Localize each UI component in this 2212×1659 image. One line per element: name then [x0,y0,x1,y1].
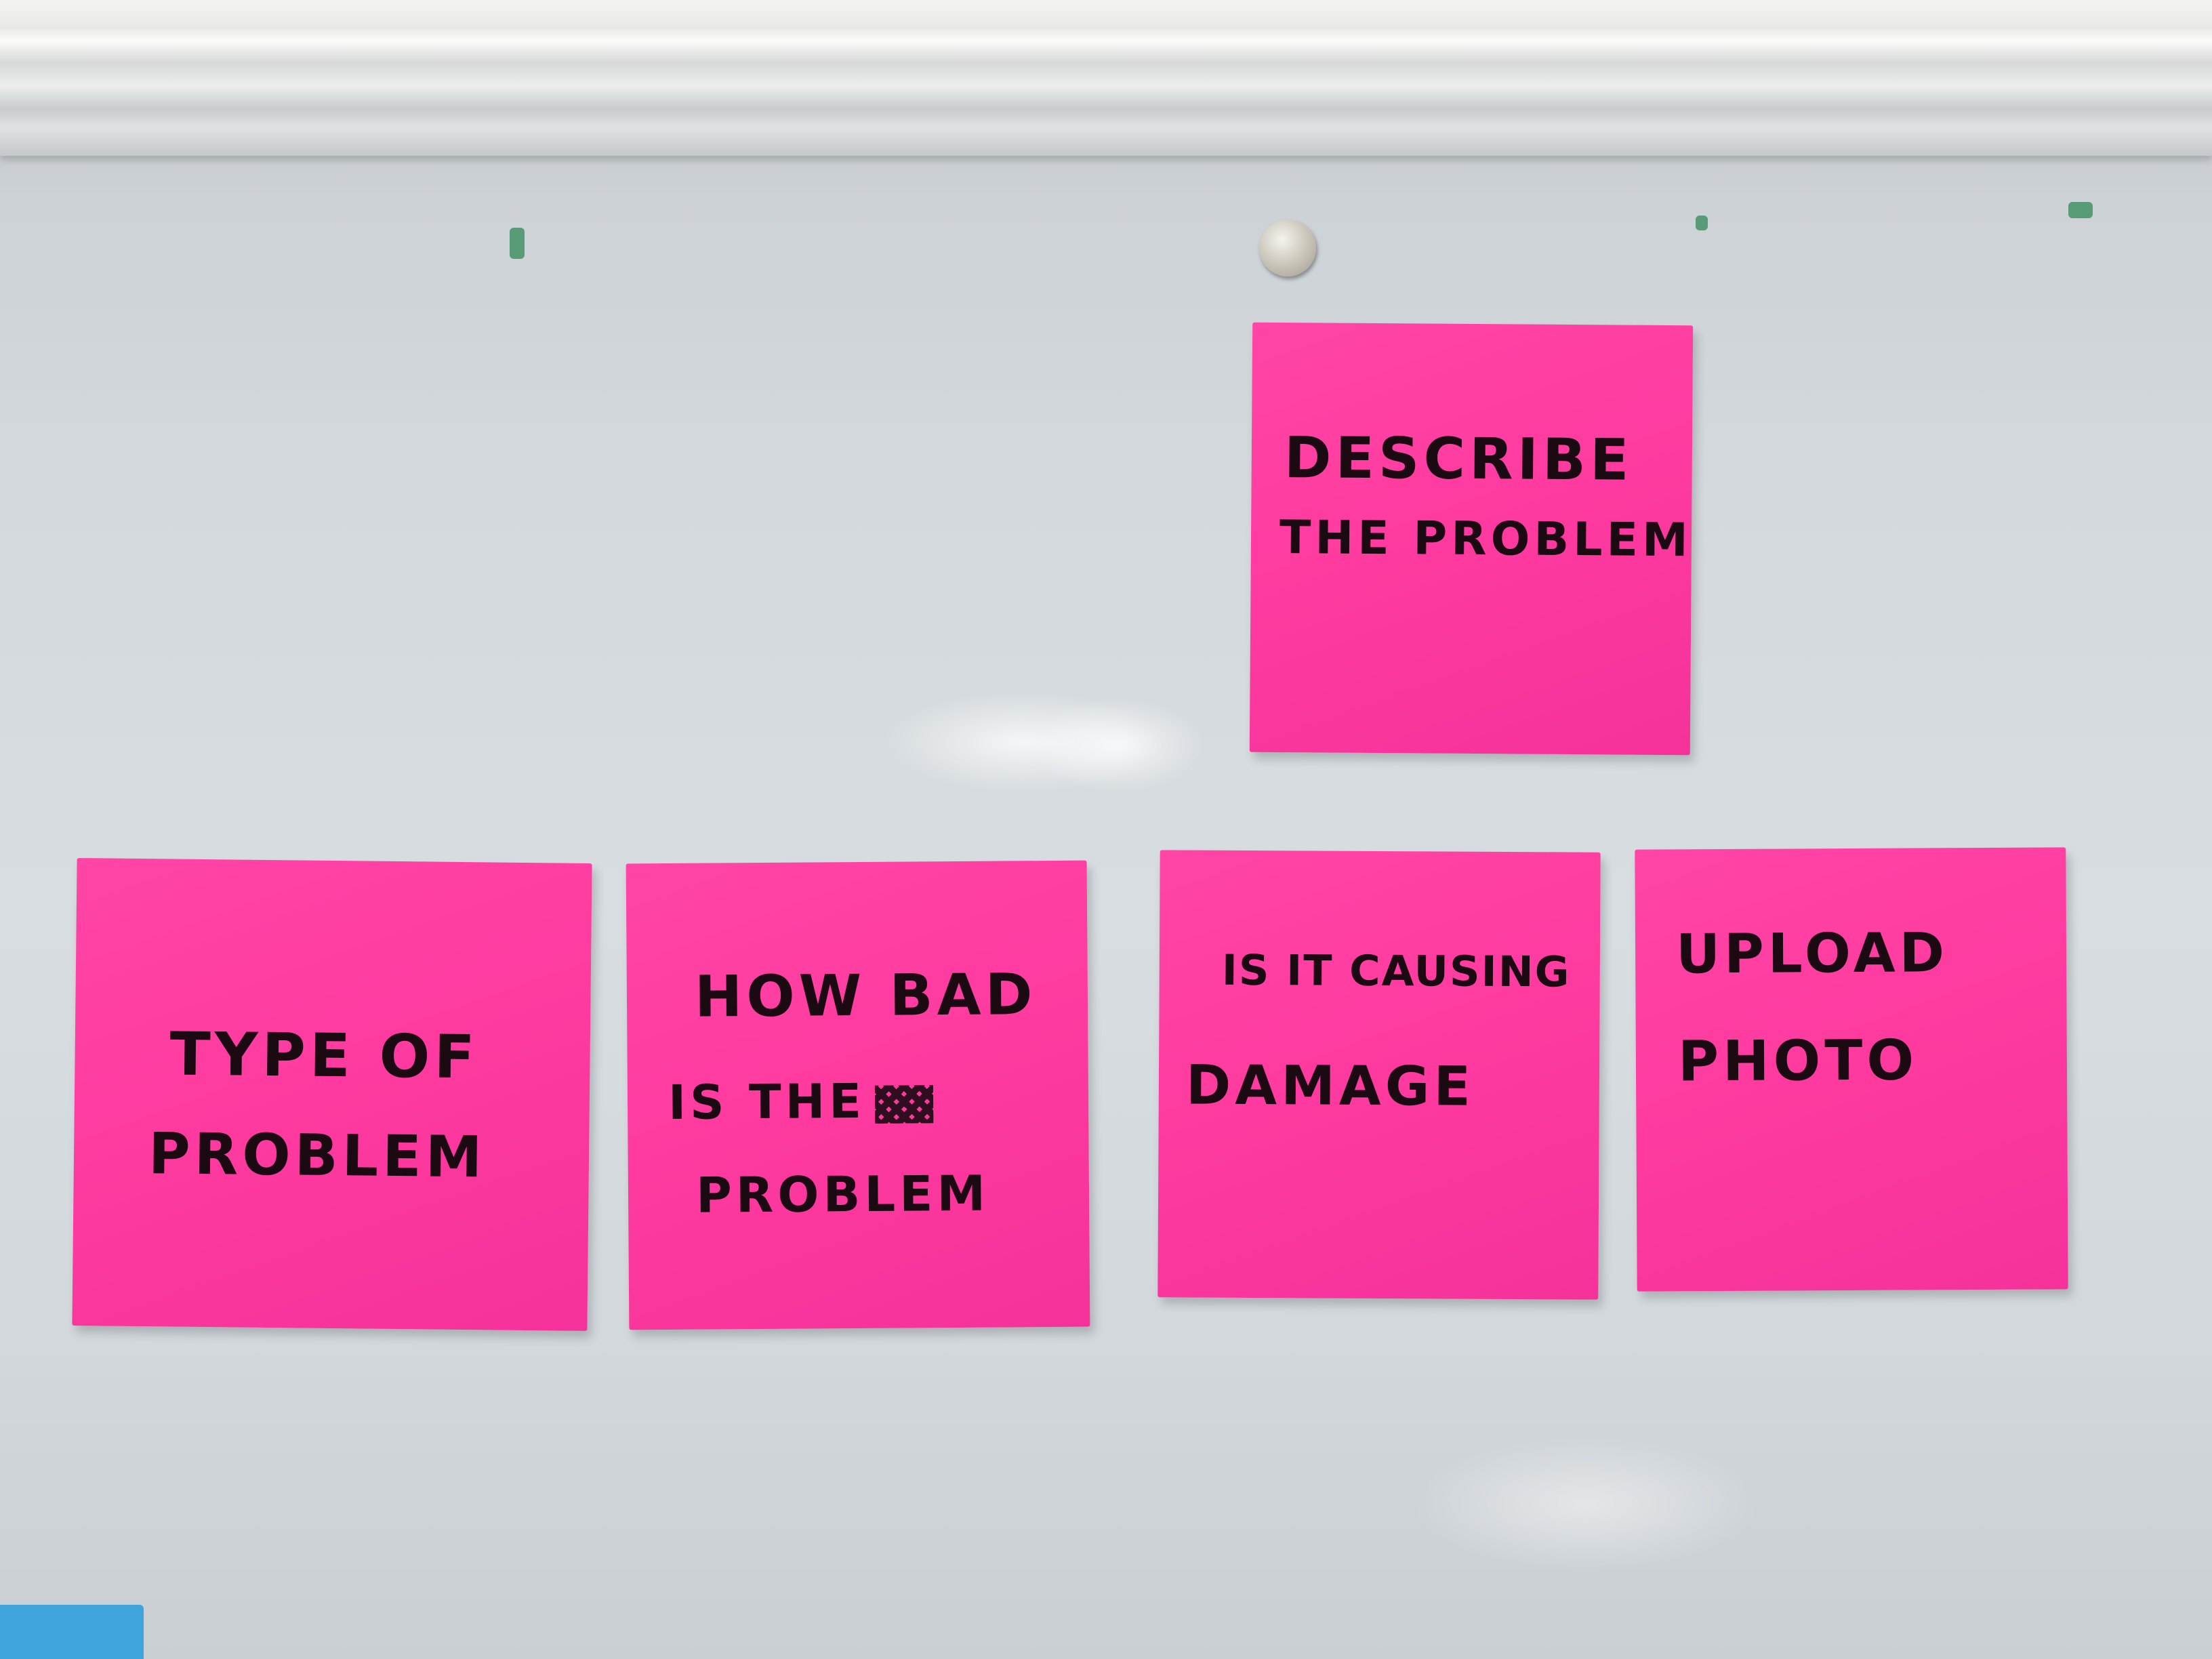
note-line: IS IT CAUSING [1221,945,1571,997]
light-reflection [1030,698,1206,793]
marker-smudge [510,228,525,259]
blue-paper-corner [0,1605,144,1659]
marker-smudge [2068,202,2093,218]
note-line: TYPE OF [169,1019,480,1092]
light-reflection [1410,1437,1762,1572]
sticky-note-damage[interactable]: IS IT CAUSING DAMAGE [1158,850,1601,1300]
note-line: UPLOAD [1675,921,1949,986]
whiteboard-rail [0,0,2212,156]
crossed-out-word [874,1085,934,1124]
note-line: PROBLEM [148,1120,487,1191]
note-line-text: IS THE [668,1073,866,1130]
note-line: PROBLEM [695,1164,990,1224]
note-line: HOW BAD [694,961,1037,1030]
sticky-note-upload[interactable]: UPLOAD PHOTO [1635,847,2068,1292]
marker-smudge [1696,216,1708,230]
magnet[interactable] [1259,220,1316,276]
sticky-note-how-bad[interactable]: HOW BAD IS THE PROBLEM [626,860,1090,1330]
note-line: THE PROBLEM [1279,511,1692,568]
note-line: DESCRIBE [1284,424,1633,493]
sticky-note-type[interactable]: TYPE OF PROBLEM [72,858,592,1331]
sticky-note-describe[interactable]: DESCRIBE THE PROBLEM [1249,322,1694,756]
note-line: IS THE [668,1072,1089,1130]
note-line: DAMAGE [1185,1053,1475,1118]
note-line: PHOTO [1677,1028,1919,1094]
